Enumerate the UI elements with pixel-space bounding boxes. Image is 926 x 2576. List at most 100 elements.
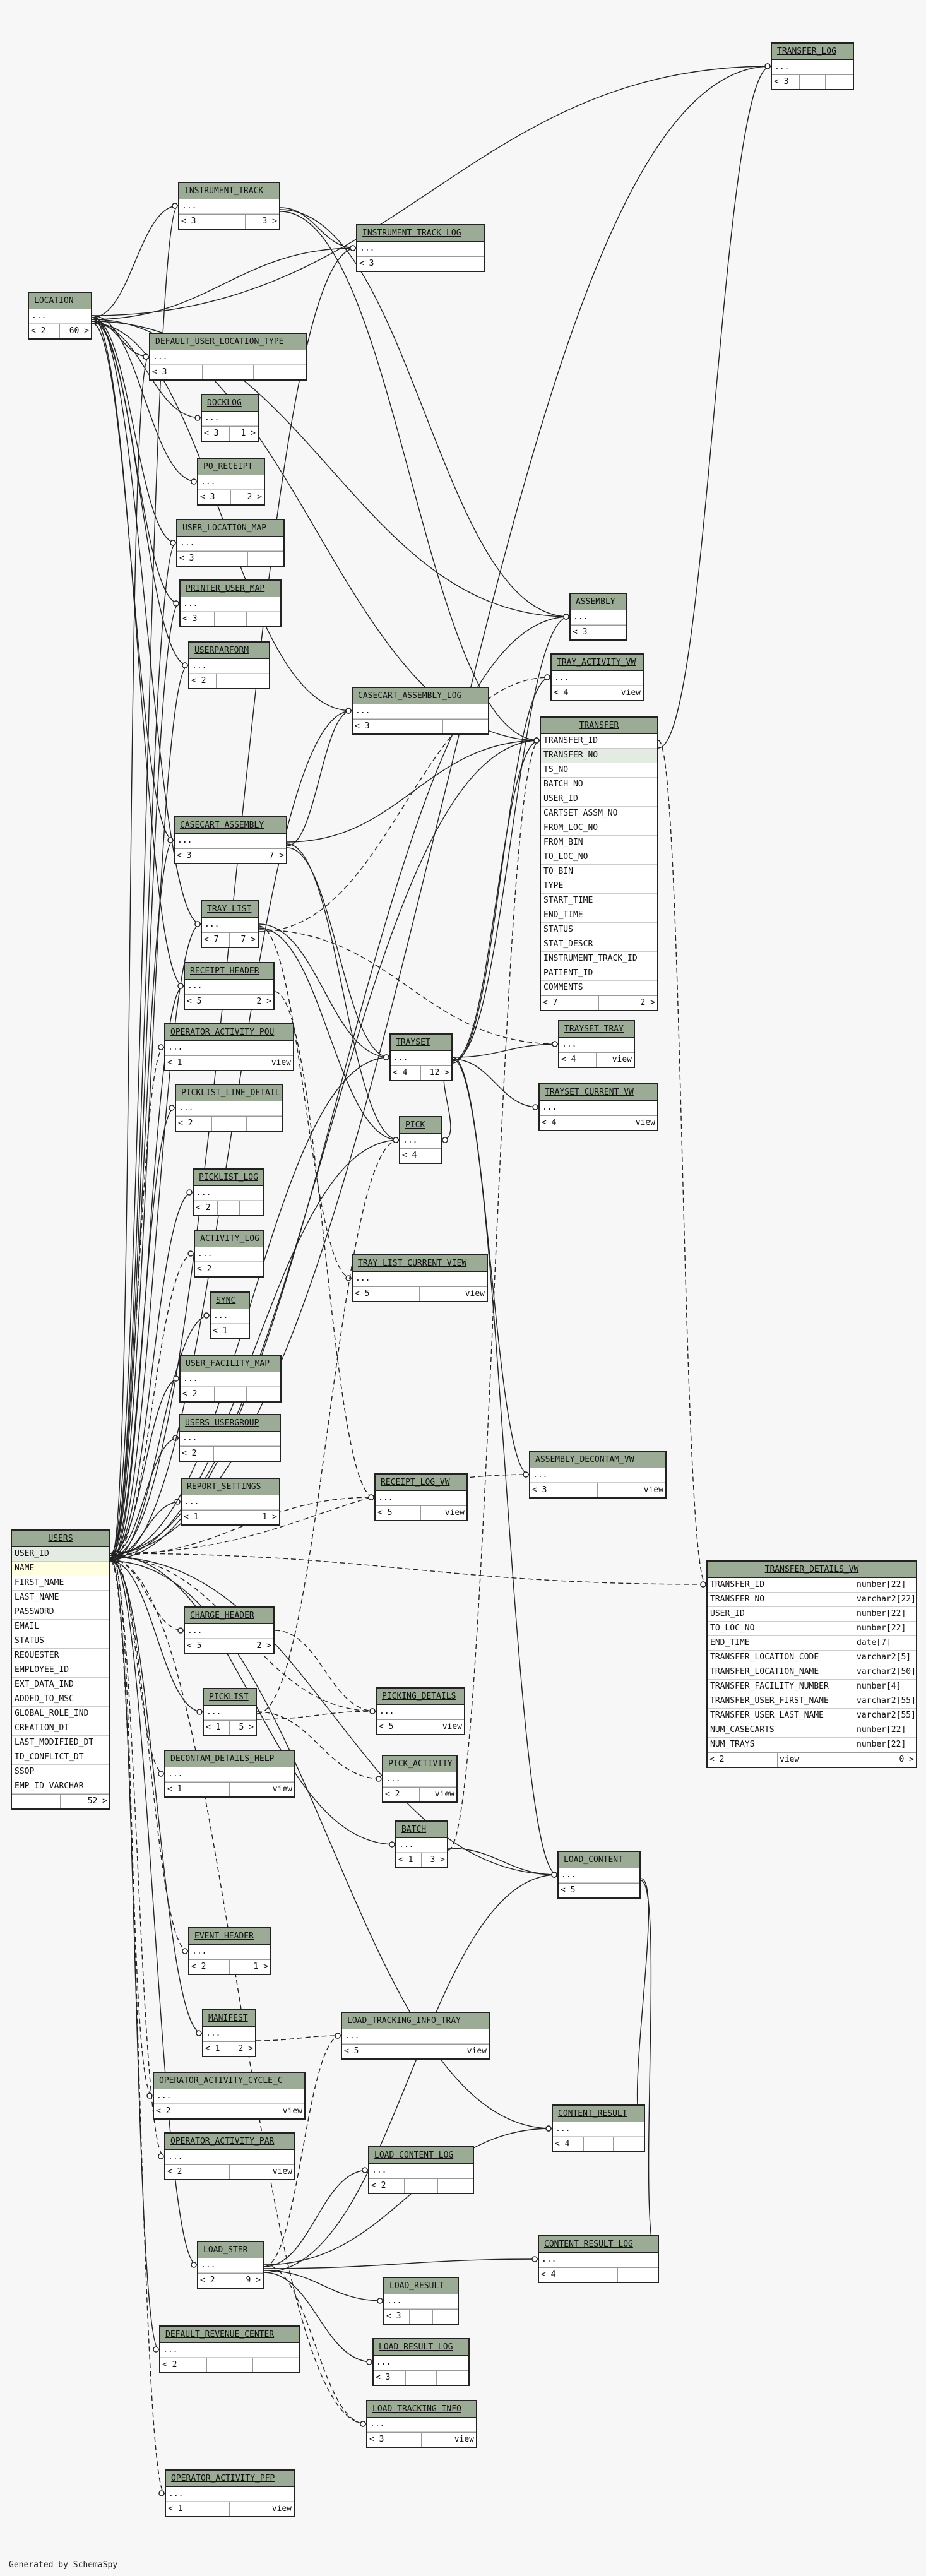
footer-cell: < 1 <box>168 2504 183 2514</box>
table-users-usergroup[interactable]: USERS_USERGROUP...< 2 <box>179 1414 281 1462</box>
column-row: ... <box>195 1247 263 1262</box>
column-name: ... <box>206 1707 222 1717</box>
table-load-content-log[interactable]: LOAD_CONTENT_LOG...< 2 <box>368 2146 474 2194</box>
table-title: MANIFEST <box>203 2010 255 2027</box>
table-activity-log[interactable]: ACTIVITY_LOG...< 2 <box>194 1230 264 1278</box>
table-footer: < 3 <box>150 365 306 379</box>
table-title: OPERATOR_ACTIVITY_PFP <box>166 2471 294 2487</box>
relationship-line <box>256 1139 400 1714</box>
table-footer: < 3 <box>353 719 488 733</box>
footer-cell: < 2 <box>178 1119 193 1128</box>
table-title: LOAD_TRACKING_INFO <box>367 2401 476 2418</box>
column-type: varchar2[50] <box>857 1667 916 1677</box>
column-name: TO_LOC_NO <box>710 1623 755 1633</box>
crowfoot-marker <box>345 708 352 714</box>
footer-cell: < 2 <box>200 2276 215 2285</box>
table-load-result-log[interactable]: LOAD_RESULT_LOG...< 3 <box>372 2338 470 2386</box>
column-name: TRANSFER_FACILITY_NUMBER <box>710 1682 829 1691</box>
crowfoot-marker <box>167 837 174 843</box>
table-footer: < 2 <box>189 674 269 688</box>
table-picklist-log[interactable]: PICKLIST_LOG...< 2 <box>193 1168 264 1216</box>
relationship-line <box>452 677 551 1064</box>
relationship-line <box>452 1057 530 1475</box>
table-load-result[interactable]: LOAD_RESULT...< 3 <box>383 2277 459 2325</box>
table-sync[interactable]: SYNC...< 1 <box>210 1291 250 1339</box>
footer-cell <box>442 720 488 733</box>
table-casecart-assembly-log[interactable]: CASECART_ASSEMBLY_LOG...< 3 <box>352 687 489 735</box>
table-printer-user-map[interactable]: PRINTER_USER_MAP...< 3 <box>179 579 282 627</box>
column-name: ... <box>182 1433 198 1443</box>
footer-cell: < 3 <box>181 217 196 226</box>
column-name: STATUS <box>15 1636 44 1646</box>
footer-cell: view <box>597 686 643 700</box>
column-name: TO_LOC_NO <box>543 852 588 862</box>
table-instrument-track-log[interactable]: INSTRUMENT_TRACK_LOG...< 3 <box>356 224 485 272</box>
column-row: STAT_DESCR <box>541 937 657 952</box>
column-row: PASSWORD <box>12 1605 109 1620</box>
table-content-result-log[interactable]: CONTENT_RESULT_LOG...< 4 <box>538 2235 659 2283</box>
column-name: ... <box>32 311 47 321</box>
column-name: ... <box>775 62 790 71</box>
footer-cell: < 3 <box>182 614 198 624</box>
table-transfer-log[interactable]: TRANSFER_LOG...< 3 <box>771 42 854 90</box>
table-title: SYNC <box>211 1293 249 1309</box>
table-user-facility-map[interactable]: USER_FACILITY_MAP...< 2 <box>179 1355 282 1403</box>
table-title: REPORT_SETTINGS <box>182 1479 279 1495</box>
table-load-content[interactable]: LOAD_CONTENT...< 5 <box>557 1851 641 1899</box>
table-content-result[interactable]: CONTENT_RESULT...< 4 <box>552 2104 645 2152</box>
column-name: ... <box>179 1103 194 1113</box>
table-assembly[interactable]: ASSEMBLY...< 3 <box>569 593 627 641</box>
table-default-revenue-center[interactable]: DEFAULT_REVENUE_CENTER...< 2 <box>159 2325 300 2373</box>
relationship-line <box>640 1880 660 2260</box>
column-row: ... <box>376 1491 466 1505</box>
footer-cell <box>400 257 404 271</box>
column-row: TRANSFER_NO <box>541 749 657 763</box>
table-default-user-location-type[interactable]: DEFAULT_USER_LOCATION_TYPE...< 3 <box>149 333 307 381</box>
table-user-location-map[interactable]: USER_LOCATION_MAP...< 3 <box>176 519 285 567</box>
footer-cell <box>213 215 217 229</box>
footer-cell <box>216 674 220 688</box>
table-picklist-line-detail[interactable]: PICKLIST_LINE_DETAIL...< 2 <box>175 1084 283 1132</box>
footer-cell: < 2 <box>31 326 46 336</box>
table-title: BATCH <box>396 1822 447 1838</box>
table-pick[interactable]: PICK...< 4 <box>399 1116 442 1164</box>
crowfoot-marker <box>158 2490 165 2496</box>
table-userparform[interactable]: USERPARFORM...< 2 <box>188 641 270 689</box>
column-name: CARTSET_ASSM_NO <box>543 809 618 818</box>
footer-cell: < 4 <box>555 2139 570 2149</box>
